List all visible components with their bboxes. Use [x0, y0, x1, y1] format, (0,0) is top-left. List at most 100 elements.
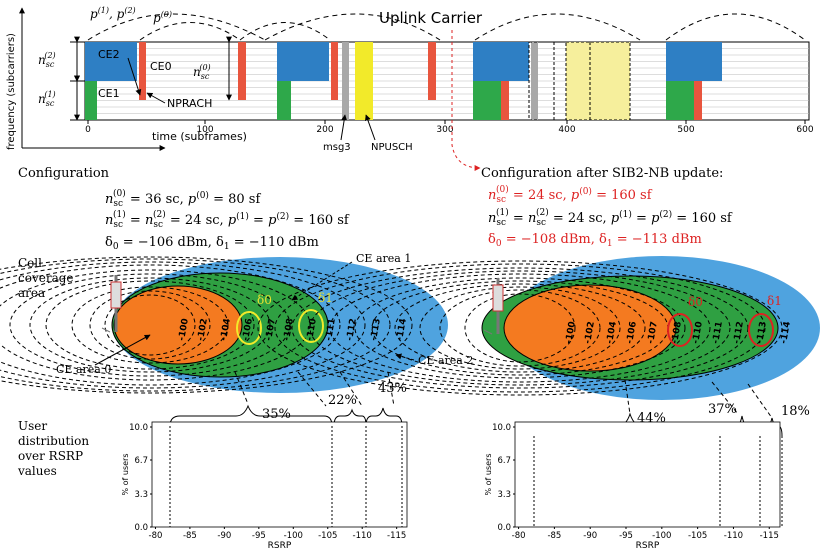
leader-lines	[234, 371, 773, 419]
ce2-block	[473, 42, 529, 81]
plot-area	[151, 421, 408, 528]
x-tick-label: -95	[619, 531, 633, 541]
rsrp-ring	[291, 267, 749, 389]
rsrp-label: -104	[605, 321, 619, 345]
rsrp-label: -104	[219, 318, 233, 342]
x-tick-label: -80	[149, 531, 163, 541]
ce2-block	[666, 42, 722, 81]
rsrp-label: -110	[305, 318, 319, 342]
left-histogram: 0.03.36.710.0-80-85-90-95-100-105-110-11…	[121, 421, 408, 551]
left-config: Configuration nsc(0) = 36 sc, p(0) = 80 …	[18, 166, 350, 252]
rsrp-ring	[419, 286, 621, 370]
rsrp-ring	[329, 273, 711, 383]
ce0-block	[331, 42, 338, 100]
y-tick-label: 10.0	[129, 423, 148, 433]
right-config: Configuration after SIB2-NB update: nsc(…	[481, 166, 733, 249]
x-tick-label: -80	[512, 531, 526, 541]
left-config-title: Configuration	[18, 166, 110, 181]
rsrp-label: -112	[732, 321, 746, 345]
rsrp-ring	[257, 260, 783, 396]
left-pct-1: 22%	[328, 393, 357, 408]
left-config-line-2: δ0 = −106 dBm, δ1 = −110 dBm	[105, 235, 319, 252]
x-tick-label: -85	[547, 531, 561, 541]
npusch-block	[566, 42, 630, 120]
rsrp-ring	[0, 264, 341, 386]
left-ce-area1-label: CE area 1	[356, 252, 411, 265]
right-delta0-circle	[667, 313, 693, 347]
uplink-carrier-title: Uplink Carrier	[379, 9, 483, 27]
p12-label: p(1), p(2)	[90, 6, 136, 21]
right-config-line-1: nsc(1) = nsc(2) = 24 sc, p(1) = p(2) = 1…	[488, 207, 733, 228]
y-tick-label: 6.7	[134, 456, 148, 466]
x-tick-label: -105	[318, 531, 337, 541]
right-config-line-0: nsc(0) = 24 sc, p(0) = 160 sf	[488, 184, 653, 205]
left-braces	[169, 404, 403, 427]
n2-label: nsc(2)	[38, 51, 56, 69]
plot-area	[514, 421, 781, 528]
time-axis-label: time (subframes)	[152, 130, 247, 143]
left-delta0: δ0	[257, 293, 272, 307]
ce0-label: CE0	[150, 60, 172, 73]
left-antenna-icon	[101, 275, 122, 333]
rsrp-ring	[45, 280, 255, 370]
nprach-label: NPRACH	[167, 97, 212, 110]
rsrp-label: -110	[691, 321, 705, 345]
ce0-block	[139, 42, 146, 100]
x-tick-label: -110	[724, 531, 743, 541]
y-tick-label: 10.0	[492, 423, 511, 433]
ce0-block	[428, 42, 436, 100]
x-tick-label: -110	[353, 531, 372, 541]
dist-title-1: distribution	[18, 434, 89, 448]
rsrp-ring	[89, 290, 211, 360]
dist-title-0: User	[18, 419, 47, 433]
left-config-line-0: nsc(0) = 36 sc, p(0) = 80 sf	[105, 188, 261, 209]
y-tick-label: 0.0	[134, 523, 148, 533]
rsrp-ring	[29, 277, 271, 373]
right-coverage: -100-102-104-106-107-108-110-111-112-113…	[257, 256, 820, 400]
y-tick-label: 0.0	[497, 523, 511, 533]
dist-title: User distribution over RSRP values	[17, 419, 89, 478]
ce2-block	[277, 42, 329, 81]
right-config-line-2: δ0 = −108 dBm, δ1 = −113 dBm	[488, 232, 702, 249]
ce0-block	[501, 81, 509, 120]
ce2-block	[85, 42, 137, 81]
ce0-block	[238, 42, 246, 100]
rsrp-ring	[394, 283, 646, 373]
x-tick-label: -100	[284, 531, 303, 541]
coverage-title-2: area	[18, 286, 45, 300]
ce1-block	[277, 81, 291, 120]
ce0-block	[694, 81, 702, 120]
tick-label: 0	[85, 125, 91, 135]
tick-label: 400	[558, 125, 575, 135]
rsrp-label: -102	[583, 321, 597, 345]
rsrp-label: -113	[755, 321, 769, 345]
rsrp-label: -111	[711, 321, 725, 345]
rsrp-ring	[439, 289, 601, 367]
right-rsrp-labels: -100-102-104-106-107-108-110-111-112-113…	[564, 321, 793, 345]
y-axis-label: % of users	[484, 453, 493, 495]
y-tick-label: 3.3	[134, 490, 148, 500]
left-ce-area2-label: CE area 2	[418, 354, 473, 367]
x-axis-label: RSRP	[636, 541, 660, 551]
right-histogram: 0.03.36.710.0-80-85-90-95-100-105-110-11…	[484, 421, 783, 551]
x-axis-label: RSRP	[268, 541, 292, 551]
right-delta1-circle	[748, 313, 774, 347]
x-tick-label: -115	[387, 531, 406, 541]
right-delta1: δ1	[767, 294, 782, 308]
rsrp-ring	[9, 273, 291, 377]
y-tick-label: 6.7	[497, 456, 511, 466]
x-tick-label: -95	[252, 531, 266, 541]
rsrp-ring	[104, 294, 196, 356]
p0-label: p(0)	[153, 10, 172, 25]
y-tick-label: 3.3	[497, 490, 511, 500]
left-config-line-1: nsc(1) = nsc(2) = 24 sc, p(1) = p(2) = 1…	[105, 209, 350, 230]
rsrp-ring	[274, 263, 766, 393]
x-tick-label: -85	[183, 531, 197, 541]
freq-axis-label: frequency (subcarriers)	[6, 33, 17, 150]
y-axis-label: % of users	[121, 453, 130, 495]
rsrp-ring	[354, 277, 686, 379]
rsrp-label: -114	[779, 321, 793, 345]
x-tick-label: -105	[688, 531, 707, 541]
